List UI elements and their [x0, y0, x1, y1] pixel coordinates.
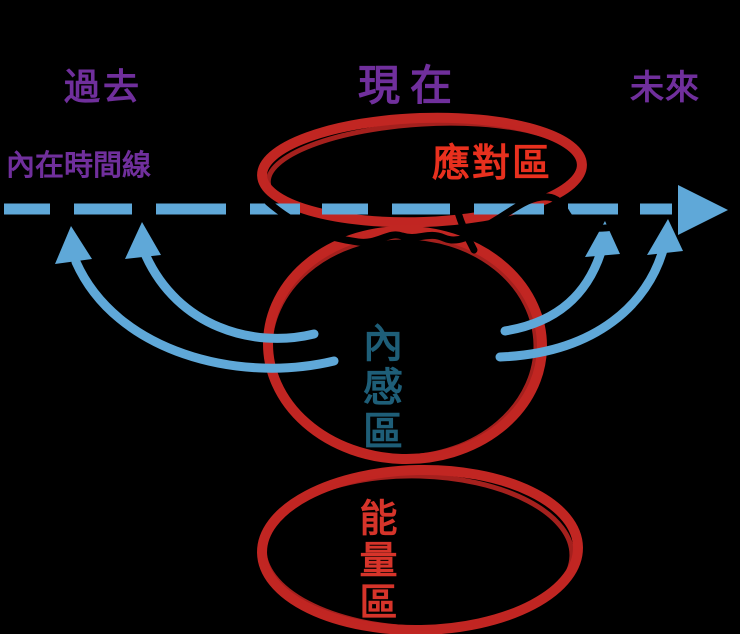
hand-drawn-squiggle: [142, 156, 648, 254]
left-arrowheads: [55, 222, 161, 264]
coping-zone-label: 應對區: [432, 141, 553, 185]
left-inner-arrowhead-icon: [125, 222, 161, 259]
time-label-present: 現在: [358, 61, 463, 110]
left-outer-arrow: [71, 257, 339, 373]
coping-zone-ellipse: [257, 112, 587, 228]
left-outer-arrowhead-icon: [55, 226, 92, 264]
time-label-future: 未來: [630, 68, 700, 108]
inner-sense-zone-label: 內感區: [356, 322, 402, 454]
right-outer-arrow: [495, 245, 668, 362]
right-inner-arrow: [500, 247, 606, 336]
right-outer-arrowhead-icon: [647, 219, 683, 255]
left-inner-arrow: [141, 251, 319, 343]
inner-timeline-label: 內在時間線: [6, 148, 152, 182]
energy-zone-label: 能量區: [353, 498, 397, 624]
timeline-dashed-line: [4, 185, 728, 235]
timeline-arrowhead-icon: [678, 185, 728, 235]
left-arrows: [71, 251, 339, 373]
energy-zone-ellipse: [257, 464, 583, 634]
right-arrowheads: [585, 219, 683, 257]
right-arrows: [495, 245, 668, 362]
time-label-past: 過去: [64, 67, 143, 108]
right-inner-arrowhead-icon: [585, 221, 620, 257]
